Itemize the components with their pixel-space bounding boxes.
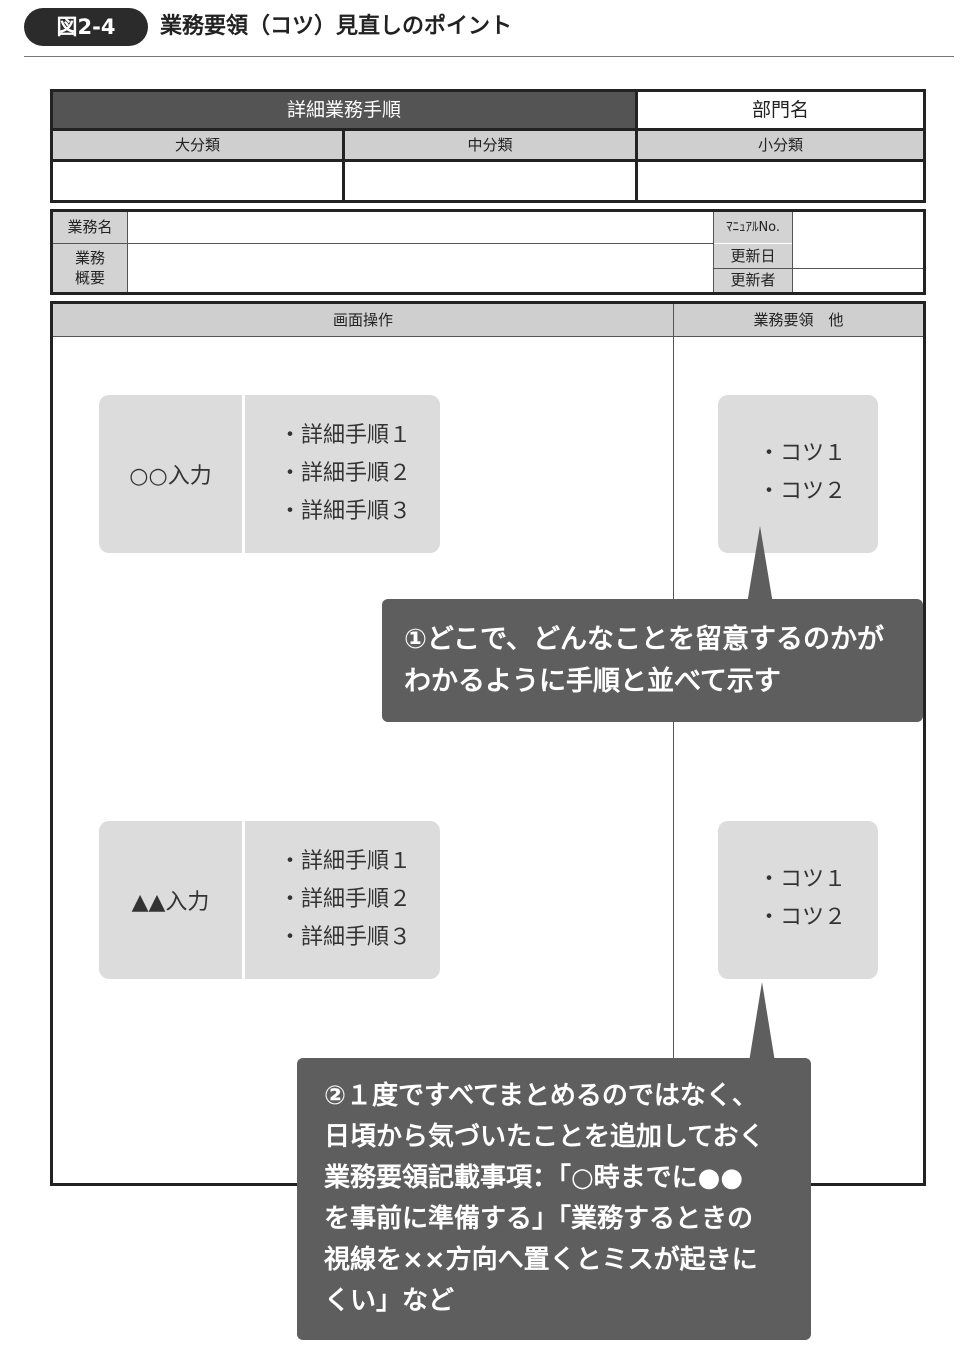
column-divider (673, 304, 674, 1183)
overview-label-line1: 業務 (74, 249, 105, 267)
figure-number-badge: 図2-4 (24, 8, 148, 46)
minor-category-header: 小分類 (638, 131, 923, 159)
task-info-table: 業務名 業務 概要 ﾏﾆｭｱﾙNo. 更新日 更新者 (50, 209, 926, 295)
updated-date-label: 更新日 (714, 244, 792, 268)
tips-box-1: ・コツ１ ・コツ２ (718, 395, 878, 553)
department-name-cell: 部門名 (638, 92, 923, 128)
header-rule (24, 56, 954, 57)
callout-line: 視線を××方向へ置くとミスが起きに (324, 1245, 758, 1275)
tip-item: ・コツ１ (758, 441, 847, 466)
tips-list: ・コツ１ ・コツ２ (758, 861, 878, 937)
column-divider (127, 212, 128, 292)
callout-line: 日頃から気づいたことを追加しておく (324, 1122, 765, 1152)
middle-category-input[interactable] (345, 162, 635, 200)
tips-list: ・コツ１ ・コツ２ (758, 435, 878, 511)
overview-label: 業務 概要 (53, 244, 127, 292)
step-detail-list: ・詳細手順１ ・詳細手順２ ・詳細手順３ (279, 417, 439, 531)
callout-1: ①どこで、どんなことを留意するのかが わかるように手順と並べて示す (382, 599, 923, 722)
updated-by-label: 更新者 (714, 269, 792, 292)
step-label: ○○入力 (129, 464, 212, 489)
major-category-input[interactable] (53, 162, 342, 200)
task-name-input[interactable] (128, 212, 713, 243)
step-detail-item: ・詳細手順２ (279, 461, 412, 486)
column-divider (792, 212, 793, 292)
row-divider (53, 336, 923, 337)
row-divider (53, 159, 923, 162)
callout-2: ②１度ですべてまとめるのではなく、 日頃から気づいたことを追加しておく 業務要領… (297, 1058, 811, 1340)
callout-pointer-2 (749, 982, 775, 1062)
tip-item: ・コツ１ (758, 867, 847, 892)
manual-no-input[interactable] (793, 212, 923, 243)
step-detail-item: ・詳細手順１ (279, 423, 412, 448)
step-box-divider (242, 821, 245, 979)
tip-item: ・コツ２ (758, 905, 847, 930)
task-overview-input[interactable] (128, 244, 713, 292)
row-divider (53, 243, 713, 244)
step-detail-list: ・詳細手順１ ・詳細手順２ ・詳細手順３ (279, 843, 439, 957)
manual-no-label: ﾏﾆｭｱﾙNo. (714, 212, 792, 243)
tips-header: 業務要領 他 (674, 304, 923, 336)
updated-by-input[interactable] (793, 269, 923, 292)
callout-line: を事前に準備する」「業務するときの (324, 1204, 754, 1234)
callout-pointer-1 (747, 526, 773, 604)
step-detail-item: ・詳細手順１ (279, 849, 412, 874)
column-divider (342, 131, 345, 200)
screen-operation-header: 画面操作 (53, 304, 673, 336)
callout-line: ①どこで、どんなことを留意するのかが (404, 624, 884, 655)
step-label: ▲▲入力 (131, 890, 210, 915)
callout-line: ②１度ですべてまとめるのではなく、 (324, 1081, 758, 1111)
callout-line: くい」など (324, 1286, 455, 1316)
middle-category-header: 中分類 (345, 131, 635, 159)
procedure-title-cell: 詳細業務手順 (53, 92, 635, 128)
overview-label-line2: 概要 (74, 269, 105, 287)
step-detail-item: ・詳細手順３ (279, 499, 412, 524)
major-category-header: 大分類 (53, 131, 342, 159)
callout-line: わかるように手順と並べて示す (404, 666, 781, 697)
step-detail-item: ・詳細手順２ (279, 887, 412, 912)
row-divider (714, 268, 923, 269)
figure-title: 業務要領（コツ）見直しのポイント (160, 14, 513, 39)
row-divider (53, 128, 923, 131)
tip-item: ・コツ２ (758, 479, 847, 504)
step-box-divider (242, 395, 245, 553)
updated-date-input[interactable] (793, 244, 923, 268)
step-detail-item: ・詳細手順３ (279, 925, 412, 950)
step-box-1: ○○入力 ・詳細手順１ ・詳細手順２ ・詳細手順３ (99, 395, 440, 553)
task-name-label: 業務名 (53, 212, 127, 243)
column-divider (713, 212, 714, 292)
step-box-2: ▲▲入力 ・詳細手順１ ・詳細手順２ ・詳細手順３ (99, 821, 440, 979)
column-divider (635, 92, 638, 200)
tips-box-2: ・コツ１ ・コツ２ (718, 821, 878, 979)
callout-line: 業務要領記載事項：「○時までに●● (324, 1163, 744, 1193)
minor-category-input[interactable] (638, 162, 923, 200)
procedure-header-table: 詳細業務手順 部門名 大分類 中分類 小分類 (50, 89, 926, 203)
